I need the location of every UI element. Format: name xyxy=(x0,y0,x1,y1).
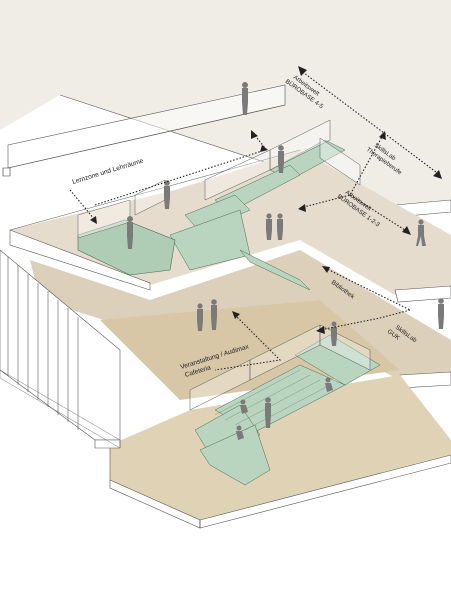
label-lernzone: Lernzone und Lehrräume xyxy=(72,157,145,185)
landing-platform xyxy=(77,199,176,276)
person-silhouette-icon xyxy=(197,303,203,331)
svg-text:Lernzone und Lehrräume: Lernzone und Lehrräume xyxy=(72,157,145,185)
person-silhouette-icon xyxy=(236,425,244,440)
arrowhead-icon xyxy=(316,326,325,334)
arrowhead-icon xyxy=(260,145,268,152)
person-silhouette-icon xyxy=(331,321,337,346)
arrowhead-icon xyxy=(433,170,442,179)
top-balcony-parapet xyxy=(2,84,286,177)
person-silhouette-icon xyxy=(265,397,271,428)
arrowhead-icon xyxy=(90,216,97,224)
arrowhead-icon xyxy=(251,130,258,139)
person-silhouette-icon xyxy=(240,399,248,414)
person-silhouette-icon xyxy=(127,216,133,249)
person-silhouette-icon xyxy=(277,213,283,240)
person-silhouette-icon xyxy=(211,299,217,330)
atrium-lower-floor xyxy=(100,300,400,400)
arrowhead-icon xyxy=(322,266,330,273)
arrowhead-icon xyxy=(298,204,306,212)
person-silhouette-icon xyxy=(164,180,170,209)
people xyxy=(127,82,444,440)
facade-columns xyxy=(0,249,121,449)
arrowhead-icon xyxy=(298,66,307,76)
upper-stair xyxy=(169,139,346,291)
person-silhouette-icon xyxy=(266,213,272,240)
upper-glass-railings xyxy=(134,119,361,216)
person-silhouette-icon xyxy=(278,145,284,173)
dotted-arrows xyxy=(69,69,441,371)
person-silhouette-icon xyxy=(242,82,248,115)
arrowheads xyxy=(90,66,442,334)
person-silhouette-icon xyxy=(416,219,426,246)
arrowhead-icon xyxy=(232,311,240,319)
person-silhouette-icon xyxy=(325,377,333,392)
person-silhouette-icon xyxy=(438,298,444,329)
arrowhead-icon xyxy=(402,226,411,235)
arrowhead-icon xyxy=(379,131,386,140)
ground-floor-slab xyxy=(109,375,451,529)
